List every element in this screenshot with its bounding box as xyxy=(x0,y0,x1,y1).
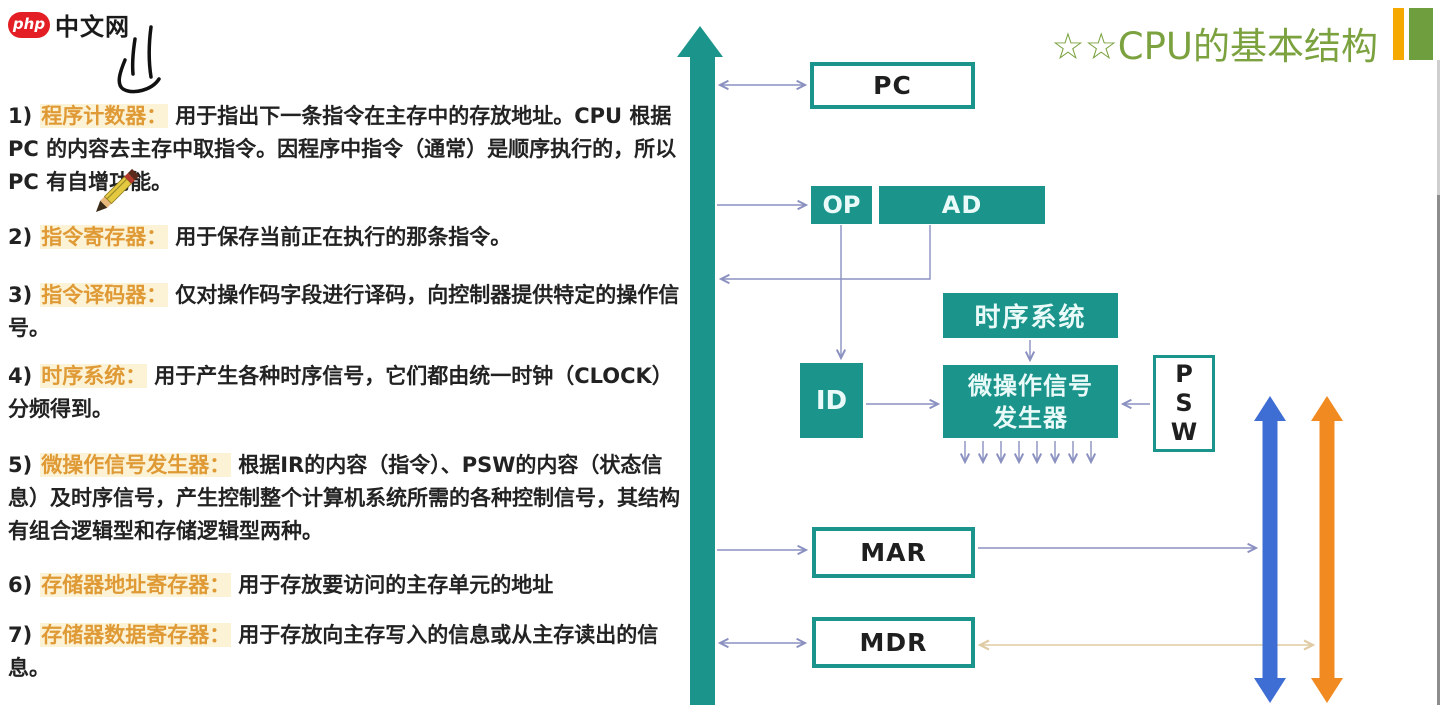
mdr-register-box: MDR xyxy=(812,617,975,668)
note-description: 仅对操作码字段进行译码，向控制器提供特定的操作信号。 xyxy=(8,283,680,340)
micro-generator-label-line2: 发生器 xyxy=(993,403,1068,432)
note-number: 5) xyxy=(8,453,33,477)
note-number: 7) xyxy=(8,623,33,647)
note-description: 用于保存当前正在执行的那条指令。 xyxy=(175,225,512,249)
note-item-4: 4) 时序系统：用于产生各种时序信号，它们都由统一时钟（CLOCK）分频得到。 xyxy=(8,360,684,426)
note-item-5: 5) 微操作信号发生器：根据IR的内容（指令）、PSW的内容（状态信息）及时序信号… xyxy=(8,449,684,548)
psw-letter-p: P xyxy=(1175,360,1193,388)
id-label: ID xyxy=(815,385,848,416)
note-description: 用于产生各种时序信号，它们都由统一时钟（CLOCK）分频得到。 xyxy=(8,364,673,421)
php-site-logo: php 中文网 xyxy=(8,7,130,42)
note-number: 2) xyxy=(8,225,33,249)
ad-label: AD xyxy=(941,191,983,219)
note-number: 1) xyxy=(8,104,33,128)
note-number: 6) xyxy=(8,573,33,597)
note-term: 微操作信号发生器： xyxy=(40,453,232,477)
screen-edge-strip-dark xyxy=(1437,195,1440,705)
note-term: 时序系统： xyxy=(40,364,148,388)
pc-register-box: PC xyxy=(810,62,975,109)
pc-label: PC xyxy=(873,71,912,100)
note-item-6: 6) 存储器地址寄存器：用于存放要访问的主存单元的地址 xyxy=(8,569,684,602)
ad-field-box: AD xyxy=(879,186,1045,224)
note-description: 用于指出下一条指令在主存中的存放地址。CPU 根据 PC 的内容去主存中取指令。… xyxy=(8,104,677,194)
note-description: 根据IR的内容（指令）、PSW的内容（状态信息）及时序信号，产生控制整个计算机系… xyxy=(8,453,680,543)
timing-system-box: 时序系统 xyxy=(943,293,1118,338)
title-accent-bar-green xyxy=(1409,8,1433,60)
psw-letter-w: W xyxy=(1170,418,1198,446)
note-number: 4) xyxy=(8,364,33,388)
note-description: 用于存放要访问的主存单元的地址 xyxy=(238,573,554,597)
site-name: 中文网 xyxy=(55,13,130,41)
note-item-2: 2) 指令寄存器：用于保存当前正在执行的那条指令。 xyxy=(8,221,684,254)
address-bus-arrow xyxy=(1254,396,1286,703)
mdr-label: MDR xyxy=(859,628,928,657)
mar-register-box: MAR xyxy=(812,527,975,578)
note-term: 程序计数器： xyxy=(40,104,169,128)
id-decoder-box: ID xyxy=(800,363,863,438)
op-label: OP xyxy=(822,191,861,219)
title-accent-bar-yellow xyxy=(1393,8,1404,60)
note-item-1: 1) 程序计数器：用于指出下一条指令在主存中的存放地址。CPU 根据 PC 的内容… xyxy=(8,100,684,199)
page-title: ☆☆CPU的基本结构 xyxy=(1051,25,1378,68)
note-term: 存储器地址寄存器： xyxy=(40,573,232,597)
micro-operation-signal-generator-box: 微操作信号 发生器 xyxy=(943,365,1118,438)
mar-label: MAR xyxy=(860,538,927,567)
micro-generator-label-line1: 微操作信号 xyxy=(968,371,1093,400)
psw-letter-s: S xyxy=(1175,389,1193,417)
php-logo-icon: php xyxy=(8,11,50,38)
note-term: 存储器数据寄存器： xyxy=(40,623,232,647)
screen-edge-strip-light xyxy=(1437,60,1440,195)
note-term: 指令寄存器： xyxy=(40,225,169,249)
ad-to-bus-connector xyxy=(718,225,931,285)
timing-system-label: 时序系统 xyxy=(974,303,1087,333)
op-field-box: OP xyxy=(811,186,872,224)
note-item-7: 7) 存储器数据寄存器：用于存放向主存写入的信息或从主存读出的信息。 xyxy=(8,619,684,685)
note-number: 3) xyxy=(8,283,33,307)
data-bus-arrow xyxy=(1311,396,1343,703)
note-description: 用于存放向主存写入的信息或从主存读出的信息。 xyxy=(8,623,659,680)
note-item-3: 3) 指令译码器：仅对操作码字段进行译码，向控制器提供特定的操作信号。 xyxy=(8,279,684,345)
note-term: 指令译码器： xyxy=(40,283,169,307)
psw-register-box: P S W xyxy=(1153,355,1215,452)
micro-control-output-arrows xyxy=(959,441,1097,465)
